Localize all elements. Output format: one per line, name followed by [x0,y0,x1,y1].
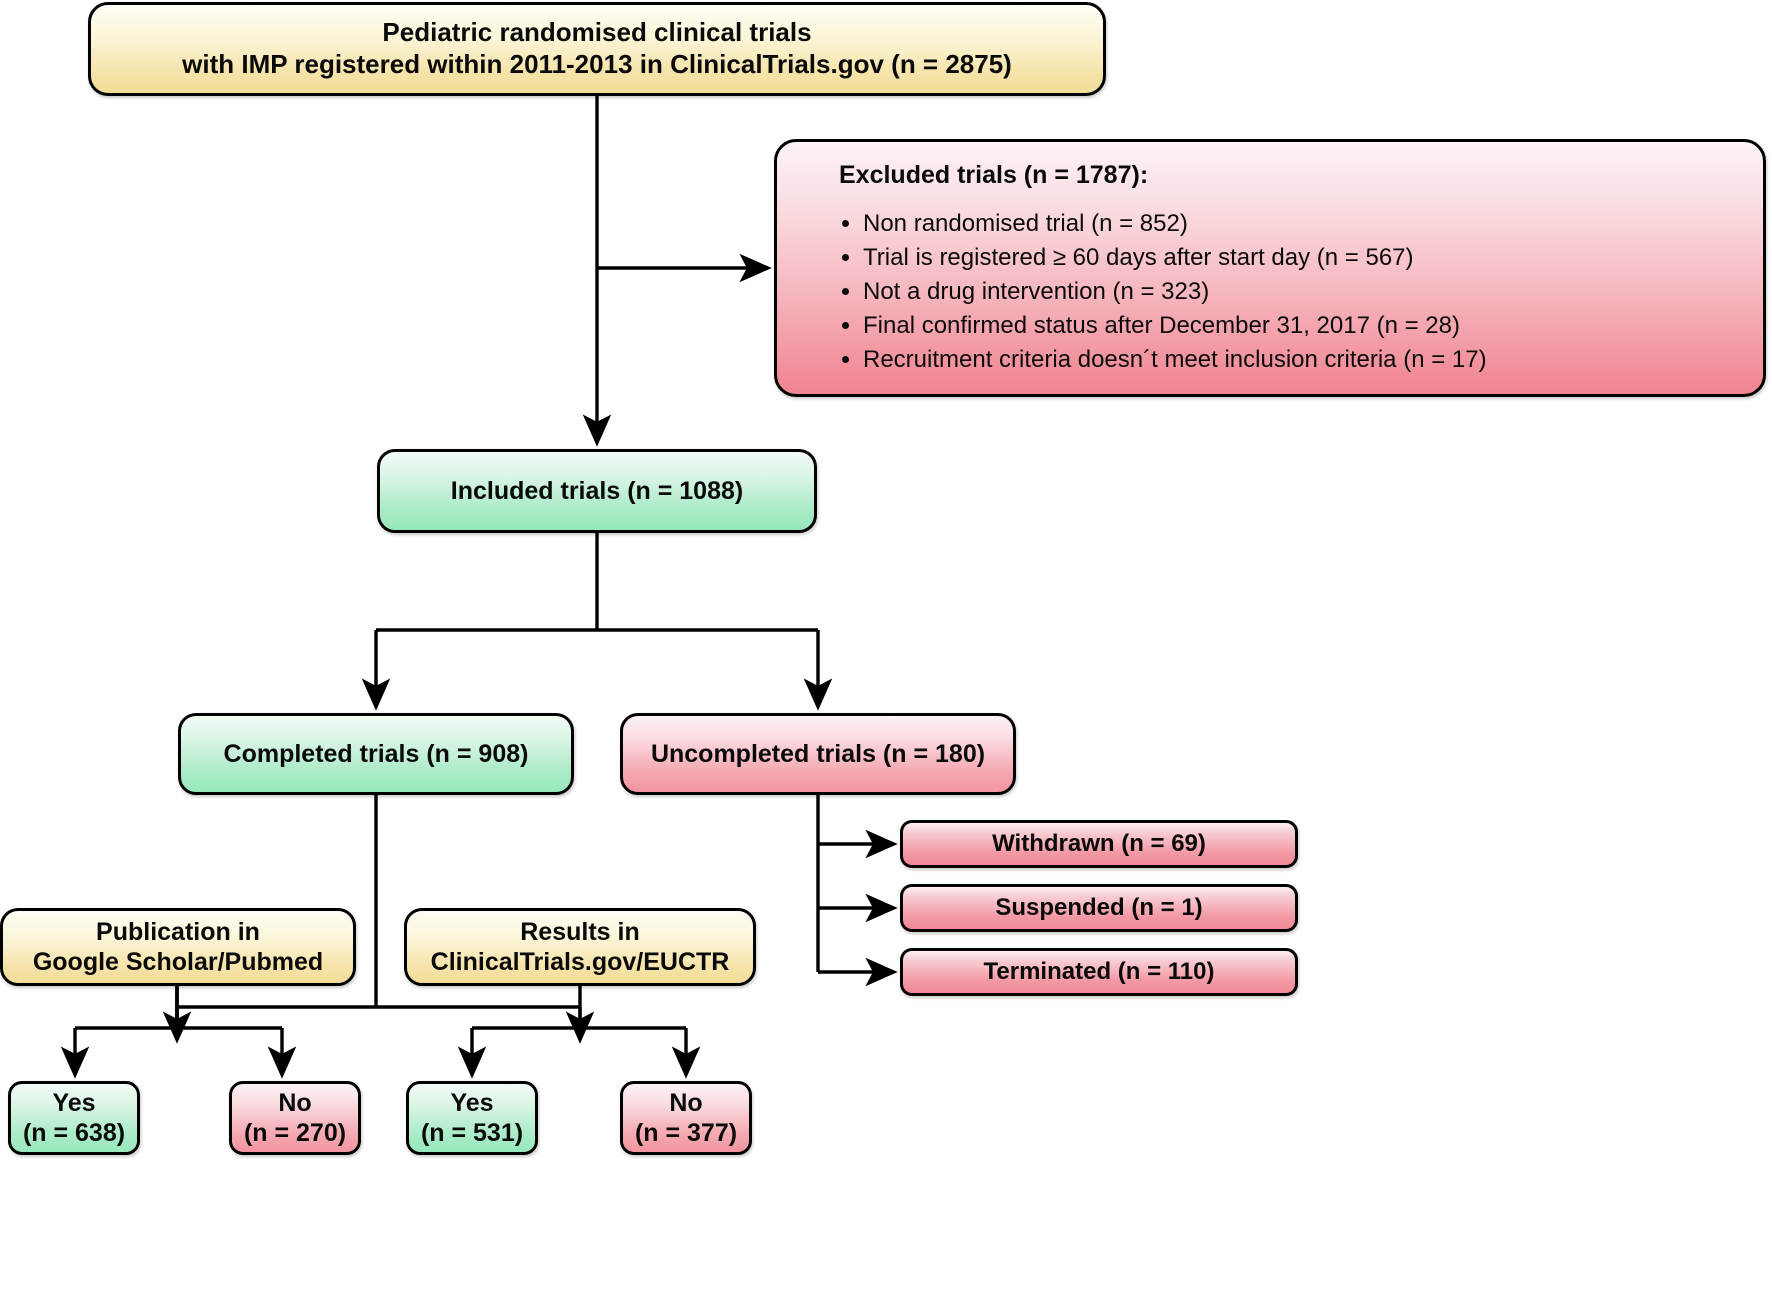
node-results-source: Results in ClinicalTrials.gov/EUCTR [404,908,756,986]
completed-label: Completed trials (n = 908) [223,739,529,768]
included-label: Included trials (n = 1088) [450,476,744,505]
publication-yes-count: (n = 638) [22,1119,126,1147]
excluded-reason-item: Non randomised trial (n = 852) [863,207,1487,241]
publication-yes-label: Yes [52,1088,96,1117]
excluded-reason-list: Non randomised trial (n = 852) Trial is … [839,207,1487,377]
node-terminated: Terminated (n = 110) [900,948,1298,996]
results-line-2: ClinicalTrials.gov/EUCTR [430,948,730,976]
results-line-1: Results in [520,917,640,946]
publication-line-2: Google Scholar/Pubmed [32,948,324,976]
excluded-reason-item: Not a drug intervention (n = 323) [863,275,1487,309]
publication-no-count: (n = 270) [243,1119,347,1147]
node-publication-no: No (n = 270) [229,1081,361,1155]
node-publication-source: Publication in Google Scholar/Pubmed [0,908,356,986]
node-results-no: No (n = 377) [620,1081,752,1155]
node-publication-yes: Yes (n = 638) [8,1081,140,1155]
node-withdrawn: Withdrawn (n = 69) [900,820,1298,868]
publication-no-label: No [278,1088,312,1117]
excluded-reason-item: Recruitment criteria doesn´t meet inclus… [863,343,1487,377]
node-excluded-trials: Excluded trials (n = 1787): Non randomis… [774,139,1766,397]
excluded-reason-item: Trial is registered ≥ 60 days after star… [863,241,1487,275]
results-no-count: (n = 377) [634,1119,738,1147]
results-no-label: No [669,1088,703,1117]
uncompleted-label: Uncompleted trials (n = 180) [650,739,986,768]
excluded-title: Excluded trials (n = 1787): [839,161,1149,189]
node-results-yes: Yes (n = 531) [406,1081,538,1155]
excluded-reason-item: Final confirmed status after December 31… [863,309,1487,343]
publication-line-1: Publication in [96,917,260,946]
node-included-trials: Included trials (n = 1088) [377,449,817,533]
terminated-label: Terminated (n = 110) [983,958,1215,986]
results-yes-count: (n = 531) [420,1119,524,1147]
results-yes-label: Yes [450,1088,494,1117]
node-completed-trials: Completed trials (n = 908) [178,713,574,795]
suspended-label: Suspended (n = 1) [995,894,1203,922]
source-line-2: with IMP registered within 2011-2013 in … [182,49,1012,79]
withdrawn-label: Withdrawn (n = 69) [992,830,1206,858]
node-suspended: Suspended (n = 1) [900,884,1298,932]
source-line-1: Pediatric randomised clinical trials [382,17,812,48]
node-source-trials: Pediatric randomised clinical trials wit… [88,2,1106,96]
node-uncompleted-trials: Uncompleted trials (n = 180) [620,713,1016,795]
